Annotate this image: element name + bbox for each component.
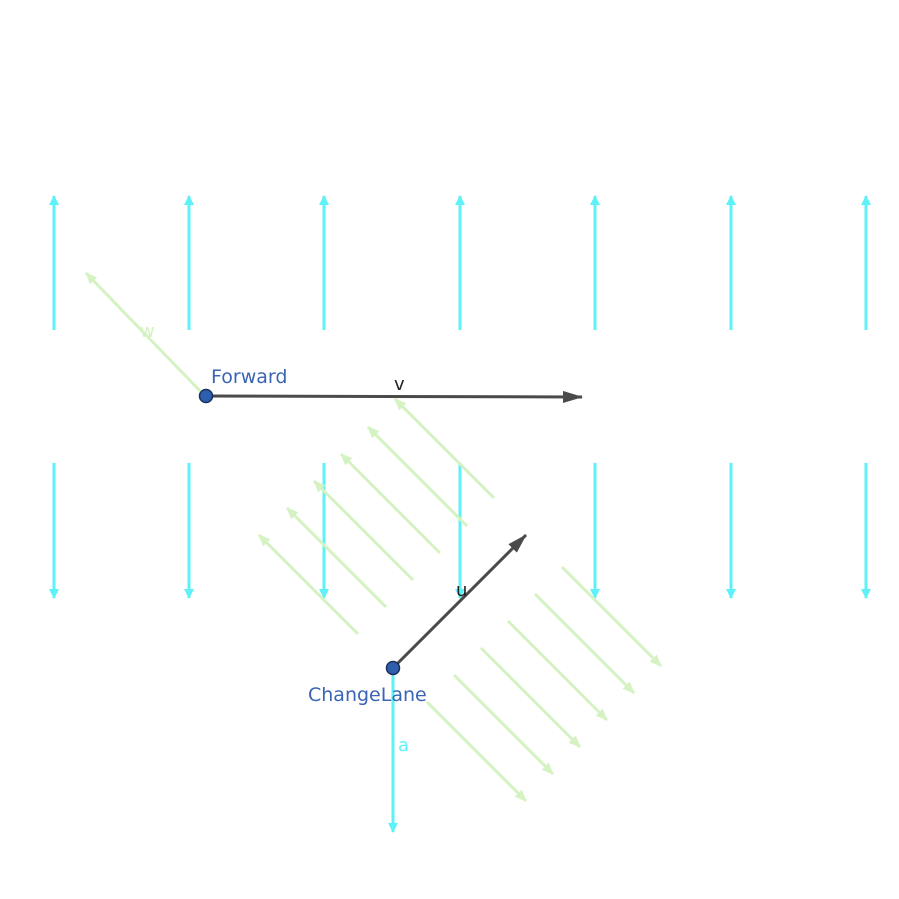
forward-point[interactable] [198, 388, 214, 404]
cyan-field-down-arrows [49, 463, 871, 599]
changelane-point-label: ChangeLane [308, 684, 427, 706]
green-field-down-right-arrows [425, 565, 663, 803]
green-up-left-arrow [366, 425, 469, 528]
changelane-point[interactable] [385, 660, 401, 676]
green-up-left-arrow [84, 271, 207, 398]
vector-u-label: u [456, 580, 467, 601]
green-up-left-arrow [312, 479, 415, 582]
forward-point-label: Forward [211, 366, 287, 388]
vector-v-label: v [394, 374, 405, 395]
green-up-left-arrow [339, 452, 442, 555]
green-down-right-arrow [560, 565, 663, 668]
green-down-right-arrow [506, 619, 609, 722]
green-down-right-arrow [452, 673, 555, 776]
green-down-right-arrow [533, 592, 636, 695]
green-down-right-arrow [479, 646, 582, 749]
cyan-field-up-arrows [49, 195, 871, 330]
vector-a-label: a [398, 735, 409, 756]
green-field-up-left-arrows [84, 271, 496, 636]
vector-u [391, 533, 528, 670]
green-down-right-arrow [425, 700, 528, 803]
green-up-left-arrow [257, 533, 360, 636]
green-up-left-arrow [393, 397, 496, 500]
vector-w-label: w [140, 321, 155, 342]
green-up-left-arrow [285, 506, 388, 609]
vector-v [205, 390, 583, 403]
